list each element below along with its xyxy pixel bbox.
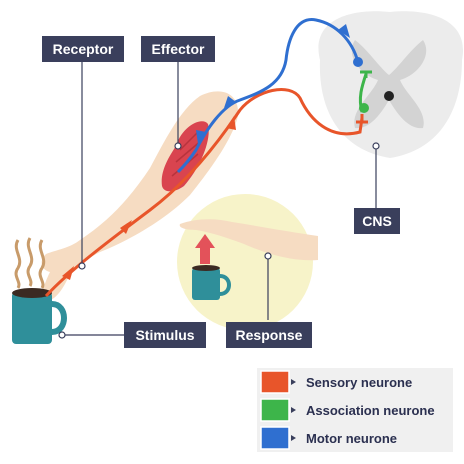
response-circle	[177, 194, 313, 330]
legend-item-association: Association neurone	[260, 398, 435, 422]
sensory-neurone-path	[44, 88, 364, 298]
central-canal	[384, 91, 394, 101]
svg-text:Association neurone: Association neurone	[306, 403, 435, 418]
svg-text:Stimulus: Stimulus	[135, 327, 194, 343]
cns-label: CNS	[354, 208, 400, 234]
stimulus-label: Stimulus	[124, 322, 206, 348]
small-mug	[192, 268, 220, 300]
svg-text:Receptor: Receptor	[53, 41, 114, 57]
response-hand	[179, 219, 318, 300]
legend: Sensory neurone Association neurone Moto…	[257, 368, 453, 452]
svg-text:Response: Response	[236, 327, 303, 343]
spinal-cord	[318, 11, 464, 158]
svg-text:Effector: Effector	[152, 41, 205, 57]
motor-neurone-path	[176, 18, 360, 174]
receptor-label: Receptor	[42, 36, 124, 62]
coffee-mug	[12, 237, 67, 344]
response-label: Response	[226, 322, 312, 348]
muscle	[161, 121, 209, 192]
effector-label: Effector	[141, 36, 215, 62]
svg-text:Motor neurone: Motor neurone	[306, 431, 397, 446]
legend-item-motor: Motor neurone	[260, 426, 397, 450]
svg-text:CNS: CNS	[362, 213, 392, 229]
svg-text:Sensory neurone: Sensory neurone	[306, 375, 412, 390]
steam	[14, 239, 22, 289]
legend-item-sensory: Sensory neurone	[260, 370, 412, 394]
